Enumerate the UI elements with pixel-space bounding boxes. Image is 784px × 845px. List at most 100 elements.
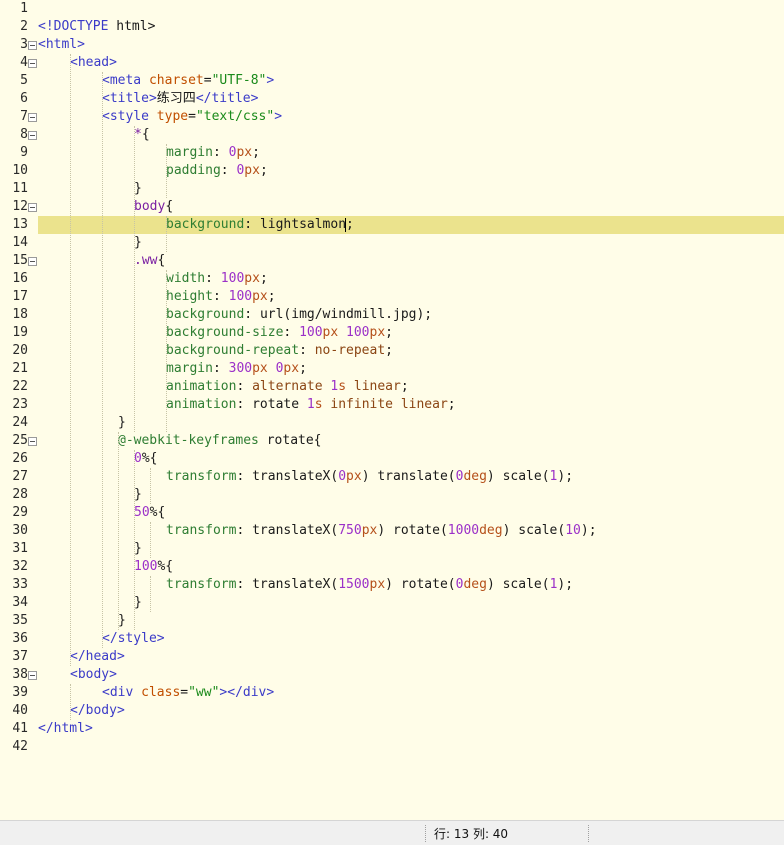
code-line[interactable]: 7<style type="text/css"> bbox=[0, 108, 784, 126]
code-token: ; bbox=[259, 163, 268, 178]
line-gutter: 5 bbox=[0, 72, 38, 90]
code-text: } bbox=[118, 612, 126, 630]
fold-toggle-icon[interactable] bbox=[28, 671, 37, 680]
code-line[interactable]: 8*{ bbox=[0, 126, 784, 144]
line-number: 41 bbox=[12, 721, 28, 736]
indent-guide bbox=[134, 450, 135, 630]
code-token: 0 bbox=[275, 361, 284, 376]
code-token: { bbox=[165, 199, 174, 214]
line-gutter: 4 bbox=[0, 54, 38, 72]
code-token: "text/css" bbox=[195, 109, 275, 124]
code-token: ); bbox=[580, 523, 597, 538]
line-number: 13 bbox=[12, 217, 28, 232]
line-number: 32 bbox=[12, 559, 28, 574]
code-line[interactable]: 2<!DOCTYPE html> bbox=[0, 18, 784, 36]
code-text: body{ bbox=[134, 198, 173, 216]
code-line[interactable]: 34} bbox=[0, 594, 784, 612]
code-token: width bbox=[166, 271, 206, 286]
code-token: 100 bbox=[228, 289, 253, 304]
code-line[interactable]: 37</head> bbox=[0, 648, 784, 666]
code-line[interactable]: 5<meta charset="UTF-8"> bbox=[0, 72, 784, 90]
fold-toggle-icon[interactable] bbox=[28, 203, 37, 212]
code-line[interactable]: 31} bbox=[0, 540, 784, 558]
code-token: 0 bbox=[236, 163, 245, 178]
fold-toggle-icon[interactable] bbox=[28, 437, 37, 446]
code-line[interactable]: 1 bbox=[0, 0, 784, 18]
line-number: 23 bbox=[12, 397, 28, 412]
code-token: margin bbox=[166, 145, 213, 160]
code-token: px bbox=[361, 523, 378, 538]
code-line[interactable]: 25@-webkit-keyframes rotate{ bbox=[0, 432, 784, 450]
code-text: background-repeat: no-repeat; bbox=[166, 342, 393, 360]
line-gutter: 42 bbox=[0, 738, 38, 756]
fold-toggle-icon[interactable] bbox=[28, 113, 37, 122]
code-token: transform bbox=[166, 469, 237, 484]
code-line[interactable]: 3<html> bbox=[0, 36, 784, 54]
code-line[interactable]: 41</html> bbox=[0, 720, 784, 738]
line-number: 15 bbox=[12, 253, 28, 268]
code-token: px bbox=[236, 145, 253, 160]
code-line[interactable]: 36</style> bbox=[0, 630, 784, 648]
line-number: 25 bbox=[12, 433, 28, 448]
code-token: px bbox=[252, 289, 268, 304]
line-gutter: 29 bbox=[0, 504, 38, 522]
code-token: = bbox=[180, 685, 189, 700]
code-text: width: 100px; bbox=[166, 270, 268, 288]
line-gutter: 32 bbox=[0, 558, 38, 576]
line-number: 11 bbox=[12, 181, 28, 196]
code-line[interactable]: 39<div class="ww"></div> bbox=[0, 684, 784, 702]
code-line[interactable]: 15.ww{ bbox=[0, 252, 784, 270]
code-token: * bbox=[134, 127, 142, 142]
code-line[interactable]: 38<body> bbox=[0, 666, 784, 684]
line-gutter: 1 bbox=[0, 0, 38, 18]
code-line[interactable]: 24} bbox=[0, 414, 784, 432]
code-token: } bbox=[134, 181, 142, 196]
code-token: 1000 bbox=[447, 523, 480, 538]
code-line[interactable]: 11} bbox=[0, 180, 784, 198]
code-token: @-webkit-keyframes bbox=[118, 433, 259, 448]
fold-toggle-icon[interactable] bbox=[28, 131, 37, 140]
code-token: url(img/windmill.jpg); bbox=[259, 307, 433, 322]
code-line[interactable]: 28} bbox=[0, 486, 784, 504]
code-token: linear bbox=[353, 379, 401, 394]
code-token: : translateX( bbox=[236, 469, 339, 484]
code-line[interactable]: 6<title>练习四</title> bbox=[0, 90, 784, 108]
code-token: px bbox=[346, 469, 362, 484]
code-token: <!DOCTYPE bbox=[38, 19, 109, 34]
code-line[interactable]: 14} bbox=[0, 234, 784, 252]
code-token: { bbox=[157, 253, 166, 268]
code-token: ; bbox=[259, 271, 268, 286]
line-gutter: 7 bbox=[0, 108, 38, 126]
code-line[interactable]: 42 bbox=[0, 738, 784, 756]
line-number: 28 bbox=[12, 487, 28, 502]
fold-toggle-icon[interactable] bbox=[28, 59, 37, 68]
code-token: : bbox=[212, 361, 229, 376]
code-line[interactable]: 35} bbox=[0, 612, 784, 630]
line-number: 1 bbox=[20, 1, 28, 16]
fold-toggle-icon[interactable] bbox=[28, 257, 37, 266]
code-editor[interactable]: 1 2<!DOCTYPE html>3<html>4<head>5<meta ch… bbox=[0, 0, 784, 820]
code-line[interactable]: 40</body> bbox=[0, 702, 784, 720]
code-line[interactable]: 4<head> bbox=[0, 54, 784, 72]
code-token: } bbox=[134, 487, 142, 502]
fold-toggle-icon[interactable] bbox=[28, 41, 37, 50]
code-text: transform: translateX(750px) rotate(1000… bbox=[166, 522, 597, 540]
